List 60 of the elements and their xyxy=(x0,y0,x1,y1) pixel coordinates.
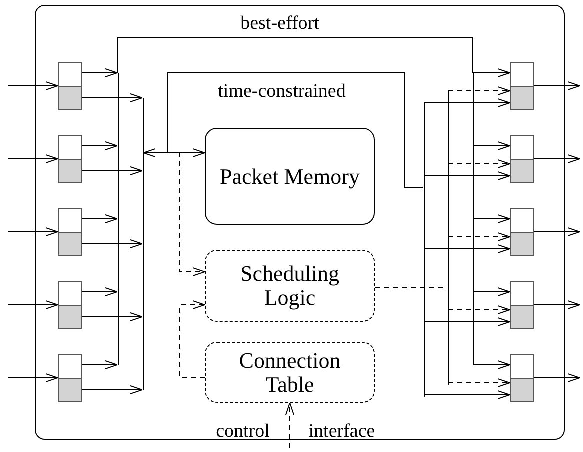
dashed-arrow xyxy=(448,86,510,96)
text-label: control xyxy=(216,422,270,442)
dashed-arrow xyxy=(448,160,510,168)
arrow xyxy=(424,172,510,180)
queue-box xyxy=(510,62,534,110)
arrow xyxy=(82,312,143,322)
process-box xyxy=(205,128,375,225)
arrow xyxy=(82,214,118,224)
node-label: Packet Memory xyxy=(220,164,360,188)
arrow xyxy=(424,390,510,400)
queue-box xyxy=(510,208,534,256)
arrow xyxy=(82,386,143,394)
arrow xyxy=(534,154,580,164)
arrow xyxy=(143,148,206,158)
arrow xyxy=(82,166,143,176)
arrow xyxy=(424,98,510,108)
arrow xyxy=(473,360,510,370)
queue-box xyxy=(510,354,534,402)
node-label: Scheduling Logic xyxy=(240,262,340,310)
arrow xyxy=(8,82,58,90)
dashed-arrow xyxy=(143,152,206,276)
arrow xyxy=(8,374,58,382)
arrow xyxy=(534,300,580,310)
text-label: interface xyxy=(308,422,376,442)
arrow xyxy=(473,68,510,78)
arrow xyxy=(82,240,143,248)
dashed-arrow xyxy=(448,306,510,314)
arrow xyxy=(473,142,510,150)
bus-line xyxy=(472,73,474,365)
dashed-arrow xyxy=(180,300,206,378)
queue-box xyxy=(510,281,534,329)
arrow xyxy=(8,300,58,310)
arrow xyxy=(473,214,510,224)
queue-box xyxy=(58,354,82,402)
arrow xyxy=(424,244,510,254)
arrow xyxy=(534,82,580,90)
process-box xyxy=(205,342,375,403)
switch-box xyxy=(35,5,565,440)
arrow xyxy=(82,288,118,296)
dashed-arrow xyxy=(448,232,510,242)
arrow xyxy=(82,68,118,78)
arrow xyxy=(424,318,510,326)
dashed-arrow xyxy=(448,378,510,388)
arrow xyxy=(82,142,118,150)
dashed-arrow xyxy=(286,402,294,448)
bus-line xyxy=(142,98,144,390)
arrow xyxy=(82,94,143,102)
queue-box xyxy=(58,208,82,256)
arrow xyxy=(473,288,510,296)
arrow xyxy=(534,228,580,236)
arrow xyxy=(534,374,580,382)
queue-box xyxy=(58,281,82,329)
process-box xyxy=(205,250,375,322)
node-label: Connection Table xyxy=(238,348,342,396)
arrow xyxy=(82,360,118,370)
arrow xyxy=(8,154,58,164)
queue-box xyxy=(58,62,82,110)
arrow xyxy=(8,228,58,236)
queue-box xyxy=(58,135,82,183)
queue-box xyxy=(510,135,534,183)
